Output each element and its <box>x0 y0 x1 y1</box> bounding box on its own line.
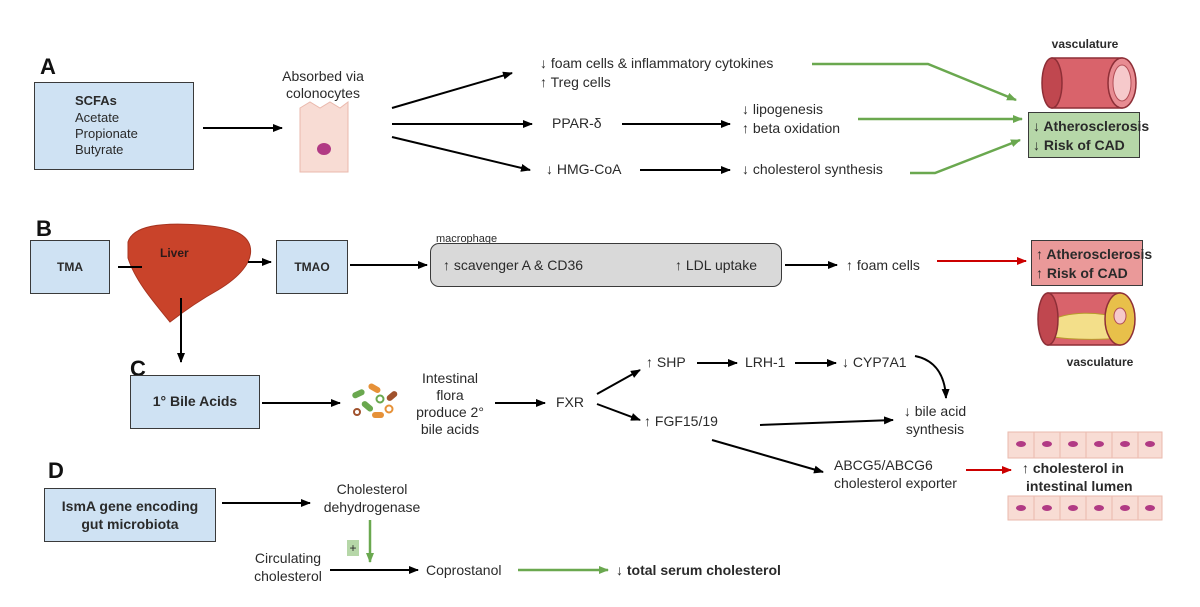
atherosclerosis-increase-text: ↑ Atherosclerosis <box>1036 246 1153 262</box>
liver-label: Liver <box>160 246 189 260</box>
arrow-green-foam-to-outcome <box>812 62 1017 102</box>
flora-label-line1: Intestinal <box>421 370 479 386</box>
cholesterol-synthesis-label: ↓ cholesterol synthesis <box>742 161 883 177</box>
atherosclerosis-decrease-text: ↓ Atherosclerosis <box>1033 118 1150 134</box>
section-label-c: C <box>130 356 146 381</box>
bile-synthesis-label-line2: synthesis <box>905 421 965 437</box>
section-label-d: D <box>48 458 64 483</box>
colonocyte-cell-icon <box>299 101 349 173</box>
scfa-item-propionate: Propionate <box>75 126 138 141</box>
intestinal-epithelium-icon <box>1007 431 1163 521</box>
vasculature-label-top: vasculature <box>1051 37 1119 51</box>
isma-gene-label-line1: IsmA gene encoding <box>61 498 199 514</box>
tma-box: TMA <box>30 240 110 294</box>
tmao-label: TMAO <box>294 260 330 274</box>
scfa-title: SCFAs <box>75 93 117 108</box>
abcg-label-line2: cholesterol exporter <box>834 475 957 491</box>
tma-label: TMA <box>57 260 83 274</box>
blood-vessel-icon-top <box>1041 57 1137 109</box>
lipogenesis-label: ↓ lipogenesis <box>742 101 823 117</box>
arrow-fxr-to-shp <box>596 369 641 395</box>
section-label-a: A <box>40 54 56 79</box>
flora-label-line3: produce 2° <box>416 404 484 420</box>
isma-gene-box: IsmA gene encoding gut microbiota <box>44 488 216 542</box>
plus-badge: + <box>347 540 359 556</box>
lumen-label-line2: intestinal lumen <box>1026 478 1133 494</box>
macrophage-box: ↑ scavenger A & CD36 ↑ LDL uptake <box>430 243 782 287</box>
tmao-box: TMAO <box>276 240 348 294</box>
treg-up-label: ↑ Treg cells <box>540 74 611 90</box>
cad-risk-decrease-text: ↓ Risk of CAD <box>1033 137 1125 153</box>
dehydrogenase-label-line2: dehydrogenase <box>323 499 421 515</box>
foam-cells-up-label: ↑ foam cells <box>846 257 920 273</box>
scfa-item-acetate: Acetate <box>75 110 120 125</box>
liver-icon <box>127 223 252 323</box>
atherosclerosis-decrease-box: ↓ Atherosclerosis ↓ Risk of CAD <box>1028 112 1149 158</box>
hmg-coa-label: ↓ HMG-CoA <box>546 161 622 177</box>
arrow-fgf-to-bilesynth <box>759 416 894 426</box>
cyp7a1-label: ↓ CYP7A1 <box>842 354 907 370</box>
fgf-label: ↑ FGF15/19 <box>644 413 718 429</box>
dehydrogenase-label-line1: Cholesterol <box>336 481 408 497</box>
isma-gene-label-line2: gut microbiota <box>81 516 179 532</box>
cad-risk-increase-text: ↑ Risk of CAD <box>1036 265 1128 281</box>
arrow-cell-to-foam <box>391 71 513 109</box>
scfa-box: SCFAs Acetate Propionate Butyrate <box>34 82 194 170</box>
foam-cells-down-label: ↓ foam cells & inflammatory cytokines <box>540 55 774 71</box>
circulating-label-line1: Circulating <box>254 550 322 566</box>
atherosclerosis-increase-box: ↑ Atherosclerosis ↑ Risk of CAD <box>1031 240 1152 286</box>
primary-bile-acids-box: 1° Bile Acids <box>130 375 260 429</box>
fxr-label: FXR <box>556 394 584 410</box>
flora-label-line2: flora <box>436 387 464 403</box>
scavenger-label: ↑ scavenger A & CD36 <box>443 257 584 273</box>
arrow-fgf-to-abcg <box>711 439 824 474</box>
flora-label-line4: bile acids <box>420 421 480 437</box>
coprostanol-label: Coprostanol <box>426 562 502 578</box>
absorbed-label-line1: Absorbed via <box>282 68 364 84</box>
lumen-label-line1: ↑ cholesterol in <box>1022 460 1124 476</box>
arrow-fxr-to-fgf <box>596 403 641 421</box>
arrow-cyp-to-bilesynth <box>914 355 950 399</box>
total-serum-cholesterol-label: ↓ total serum cholesterol <box>616 562 781 578</box>
macrophage-label: macrophage <box>436 233 498 245</box>
arrow-cell-to-hmg <box>391 136 531 172</box>
ppar-label: PPAR-δ <box>552 115 602 131</box>
lrh1-label: LRH-1 <box>745 354 786 370</box>
arrow-green-chol-to-outcome <box>910 138 1021 175</box>
bacteria-icon <box>352 383 398 418</box>
primary-bile-acids-label: 1° Bile Acids <box>152 393 238 409</box>
vasculature-label-bottom: vasculature <box>1066 355 1134 369</box>
beta-oxidation-label: ↑ beta oxidation <box>742 120 841 136</box>
shp-label: ↑ SHP <box>646 354 686 370</box>
abcg-label-line1: ABCG5/ABCG6 <box>834 457 933 473</box>
blood-vessel-plaque-icon <box>1037 292 1136 346</box>
bile-synthesis-label-line1: ↓ bile acid <box>903 403 967 419</box>
ldl-uptake-label: ↑ LDL uptake <box>675 257 757 273</box>
circulating-label-line2: cholesterol <box>254 568 322 584</box>
absorbed-label-line2: colonocytes <box>286 85 360 101</box>
section-label-b: B <box>36 216 52 241</box>
scfa-item-butyrate: Butyrate <box>75 142 124 157</box>
